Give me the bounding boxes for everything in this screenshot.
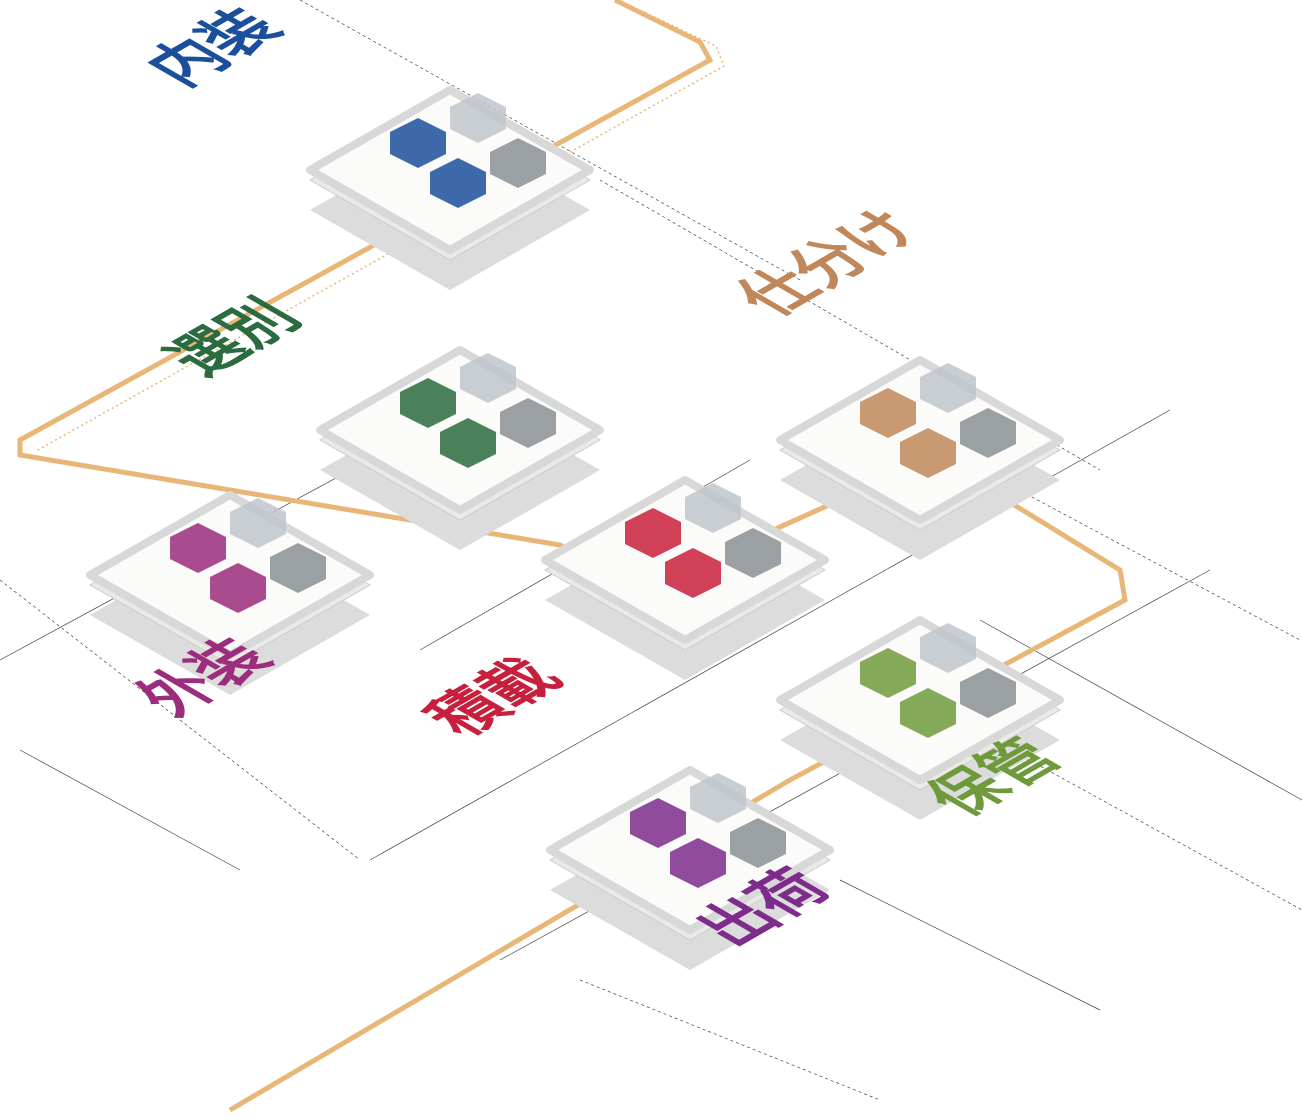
- equipment-block: [625, 508, 681, 558]
- equipment-block: [860, 648, 916, 698]
- equipment-block: [490, 138, 546, 188]
- equipment-block: [670, 838, 726, 888]
- equipment-block: [400, 378, 456, 428]
- equipment-block: [450, 93, 506, 143]
- equipment-block: [390, 118, 446, 168]
- equipment-block: [725, 528, 781, 578]
- equipment-block: [210, 563, 266, 613]
- platform-step-6: [776, 616, 1064, 820]
- equipment-block: [630, 798, 686, 848]
- equipment-block: [960, 668, 1016, 718]
- equipment-block: [500, 398, 556, 448]
- platform-step-2: [86, 491, 374, 695]
- platform-step-4: [541, 476, 829, 680]
- equipment-block: [860, 388, 916, 438]
- platform-step-3: [316, 346, 604, 550]
- platform-step-5: [776, 356, 1064, 560]
- equipment-block: [430, 158, 486, 208]
- platform-step-1: [306, 86, 594, 290]
- equipment-block: [665, 548, 721, 598]
- equipment-block: [900, 688, 956, 738]
- equipment-block: [170, 523, 226, 573]
- equipment-block: [920, 623, 976, 673]
- equipment-block: [685, 483, 741, 533]
- equipment-block: [270, 543, 326, 593]
- equipment-block: [960, 408, 1016, 458]
- equipment-block: [690, 773, 746, 823]
- equipment-block: [230, 498, 286, 548]
- platform-step-7: [546, 766, 834, 970]
- equipment-block: [440, 418, 496, 468]
- equipment-block: [460, 353, 516, 403]
- equipment-block: [900, 428, 956, 478]
- equipment-block: [920, 363, 976, 413]
- equipment-block: [730, 818, 786, 868]
